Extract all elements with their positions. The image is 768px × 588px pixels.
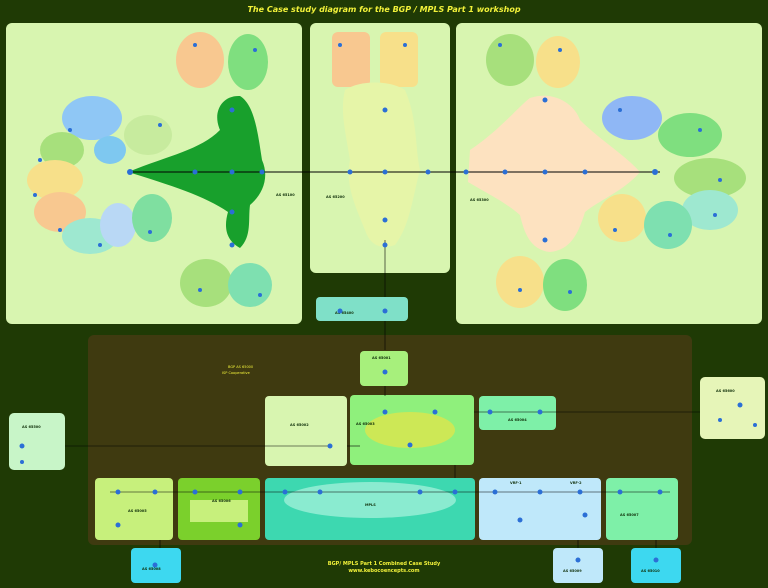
cyan-br2-box <box>631 548 681 583</box>
provider-as-label: BGP AS 65000 <box>228 365 253 369</box>
far-right-box <box>700 377 765 439</box>
br1-box <box>479 478 601 540</box>
footer-url: www.kebocoencepts.com <box>348 568 420 574</box>
ring-label: AS 65003 <box>356 422 375 426</box>
middle-as-label: AS 65200 <box>326 195 345 199</box>
br3-box <box>606 478 678 540</box>
diagram-footer: BGP/ MPLS Part 1 Combined Case Study www… <box>0 561 768 575</box>
cyan-br2-label: AS 65010 <box>641 569 660 573</box>
far-right-label: AS 65600 <box>716 389 735 393</box>
br2-label: VRF-2 <box>570 481 582 485</box>
small-cyan-box <box>316 297 408 321</box>
cyan-bl-label: AS 65008 <box>142 567 161 571</box>
mid-left-label: AS 65002 <box>290 423 309 427</box>
cyan-br1-box <box>553 548 603 583</box>
small-cyan-label: AS 65400 <box>335 311 354 315</box>
footer-title: BGP/ MPLS Part 1 Combined Case Study <box>327 561 441 567</box>
bl2-label: AS 65006 <box>212 499 231 503</box>
right-as-label: AS 65300 <box>470 198 489 202</box>
right-as-cluster: AS 65300 <box>468 34 746 311</box>
cyan-br1-label: AS 65009 <box>563 569 582 573</box>
left-as-label: AS 65100 <box>276 193 295 197</box>
router-icons <box>19 43 757 568</box>
br3-label: AS 65007 <box>620 513 639 517</box>
mpls-core-label: MPLS <box>365 503 376 507</box>
ce-top-box <box>360 351 408 386</box>
far-left-box <box>9 413 65 470</box>
top-right-label: AS 65004 <box>508 418 527 422</box>
top-right-box <box>479 396 556 430</box>
bl1-label: AS 65005 <box>128 509 147 513</box>
ce-top-label: AS 65001 <box>372 356 391 360</box>
link-lines <box>65 386 700 548</box>
mid-left-box <box>265 396 347 466</box>
far-left-label: AS 65500 <box>22 425 41 429</box>
provider-sub-label: ISP Cooperative <box>222 371 250 375</box>
diagram-title: The Case study diagram for the BGP / MPL… <box>247 5 521 14</box>
br1-label: VRF-1 <box>510 481 522 485</box>
